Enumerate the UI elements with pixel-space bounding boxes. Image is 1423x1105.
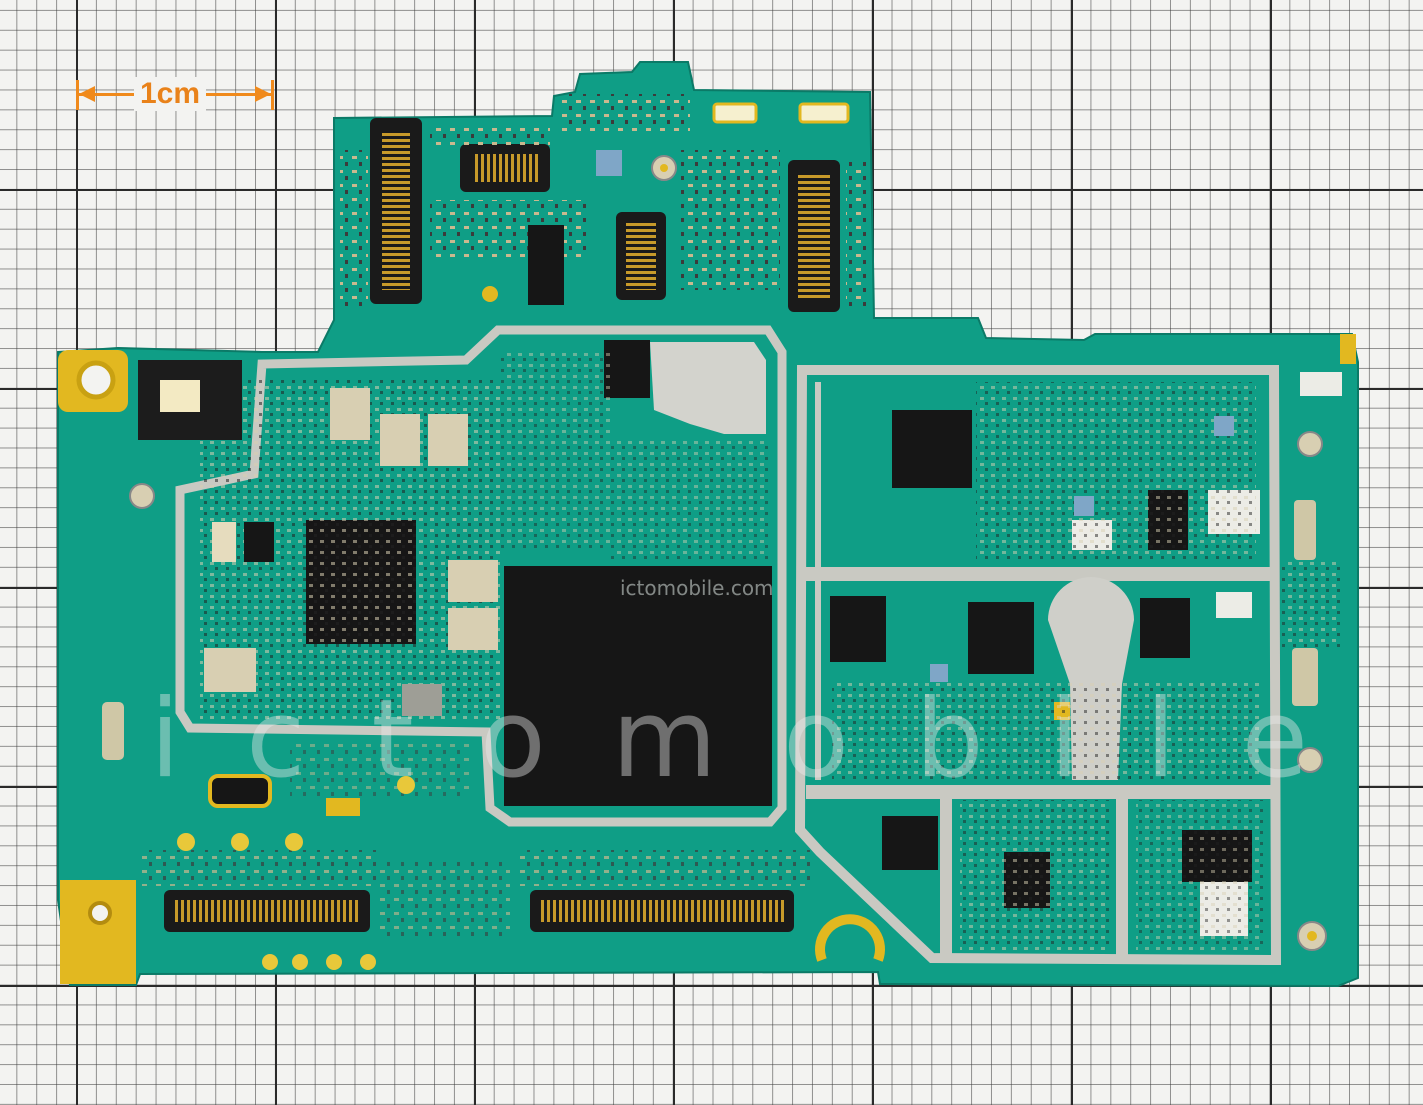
- coax-connector: [1297, 431, 1323, 457]
- watermark-text: ictomobile: [150, 677, 1375, 802]
- led: [798, 102, 850, 124]
- rf-chip: [1140, 598, 1190, 658]
- gold-edge-bottom-left: [60, 880, 136, 984]
- gold-edge-right: [1340, 334, 1356, 364]
- scale-label: 1cm: [134, 77, 207, 111]
- rf-chip: [892, 410, 972, 488]
- led: [712, 102, 758, 124]
- arrow-left-icon: [79, 86, 95, 102]
- scale-marker: 1cm: [74, 74, 276, 114]
- rf-chip: [882, 816, 938, 870]
- scale-tick-right: [271, 80, 274, 110]
- rf-chip: [968, 602, 1034, 674]
- test-pads: [177, 776, 415, 970]
- gold-notch: [815, 914, 885, 962]
- scale-tick-left: [76, 80, 79, 110]
- coax-connector: [129, 483, 155, 509]
- arrow-right-icon: [255, 86, 271, 102]
- watermark-url: ictomobile.com: [620, 576, 774, 600]
- rf-chip: [830, 596, 886, 662]
- coax-connector: [1297, 747, 1323, 773]
- main-soc: [504, 566, 772, 806]
- mounting-hole: [88, 901, 112, 925]
- mounting-hole: [76, 360, 116, 400]
